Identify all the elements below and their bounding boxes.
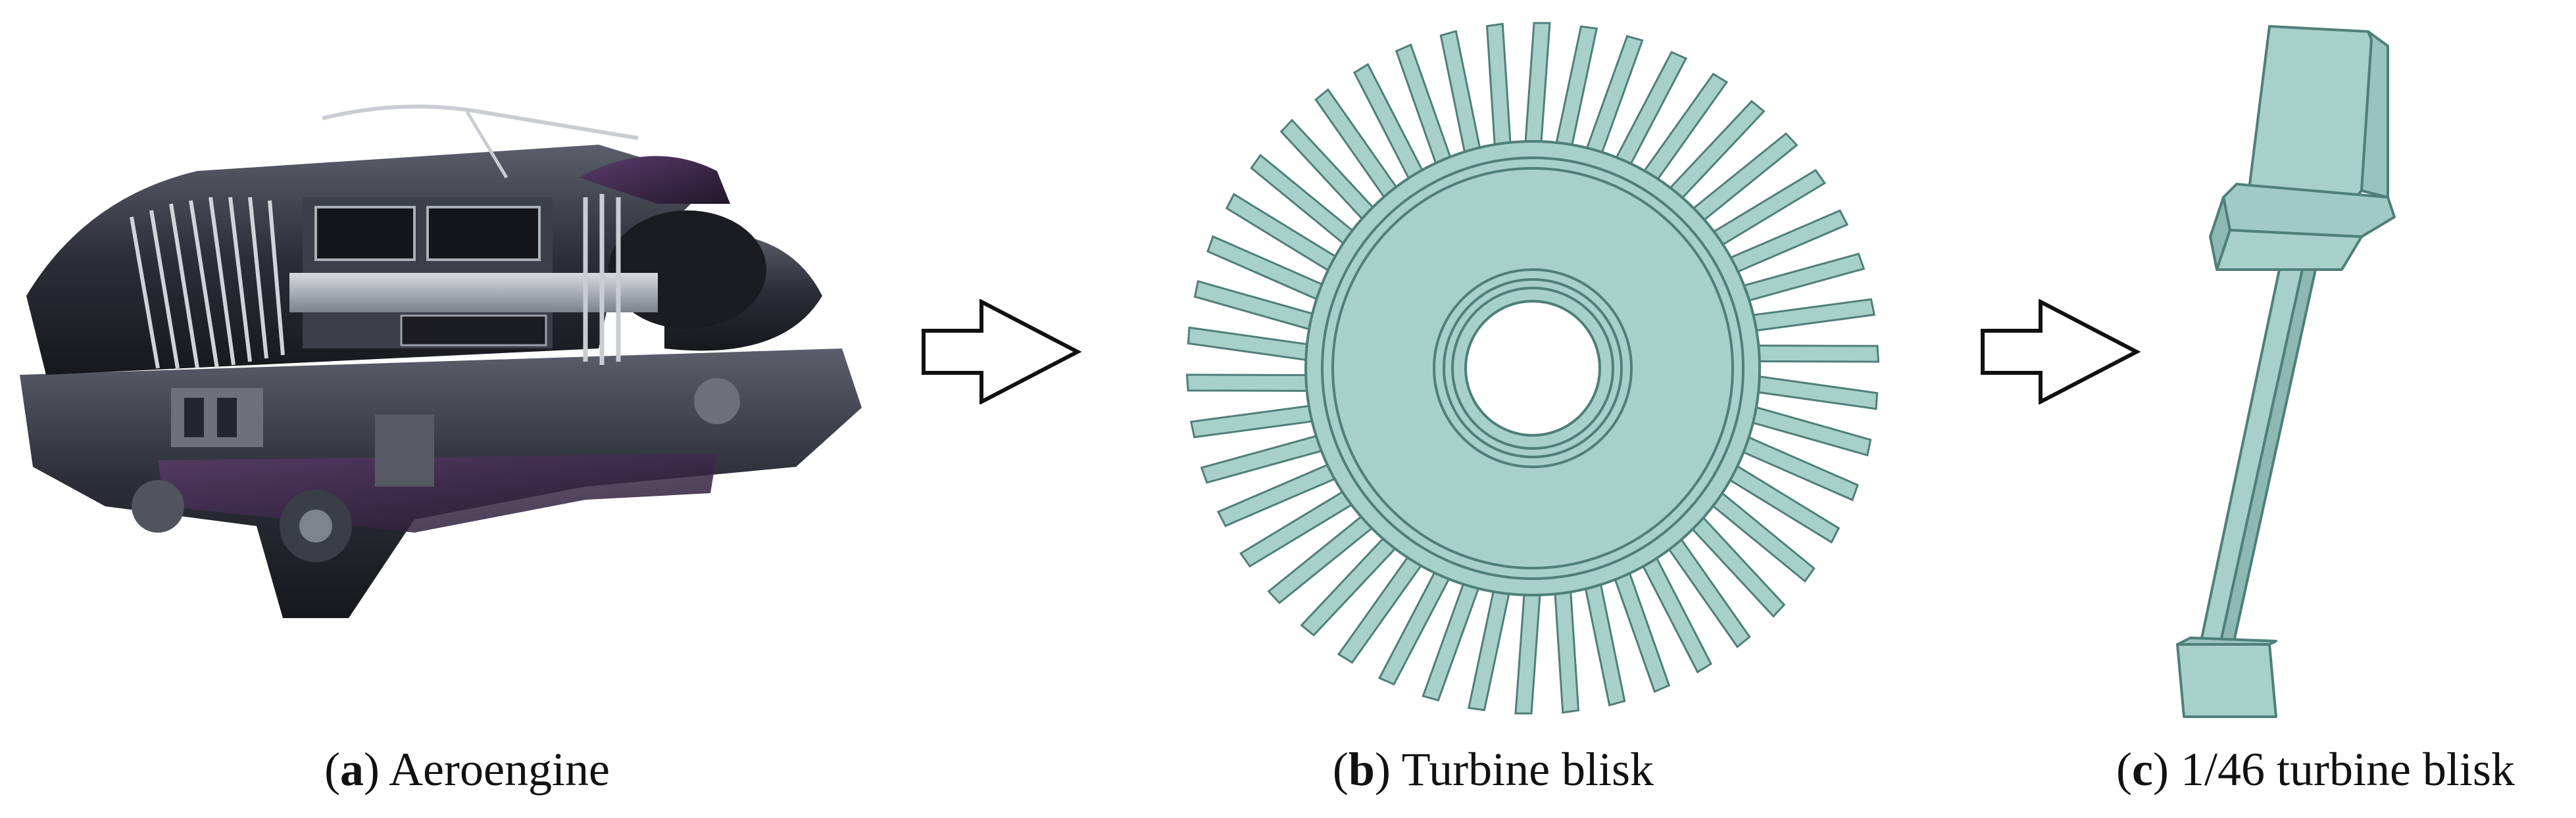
caption-letter: b xyxy=(1348,743,1375,796)
blisk-blade xyxy=(1187,326,1318,363)
caption-aeroengine: (a) Aeroengine xyxy=(324,743,610,796)
right-arrow-icon xyxy=(1981,299,2141,404)
blisk-blade xyxy=(1747,345,1880,363)
turbine-blisk-icon xyxy=(1185,22,1880,715)
caption-letter: a xyxy=(340,743,364,796)
blisk-blade xyxy=(1553,581,1580,714)
caption-label: Turbine blisk xyxy=(1401,743,1654,796)
blisk-blade xyxy=(1485,22,1512,156)
right-arrow-icon xyxy=(922,299,1082,404)
caption-label: 1/46 turbine blisk xyxy=(2180,743,2515,796)
aeroengine-cutaway-icon xyxy=(20,105,862,618)
caption-turbine-blisk: (b) Turbine blisk xyxy=(1332,743,1654,796)
blisk-blade xyxy=(1514,584,1542,715)
caption-letter: c xyxy=(2132,743,2153,796)
caption-blade-sector: (c) 1/46 turbine blisk xyxy=(2116,743,2515,796)
blisk-blade xyxy=(1185,373,1318,392)
blisk-blade xyxy=(1742,298,1876,333)
blisk-blade xyxy=(1747,373,1879,410)
blisk-blade xyxy=(1189,403,1324,439)
blade-sector-icon xyxy=(2176,25,2396,718)
blisk-blade xyxy=(1523,22,1551,153)
caption-label: Aeroengine xyxy=(389,743,610,796)
